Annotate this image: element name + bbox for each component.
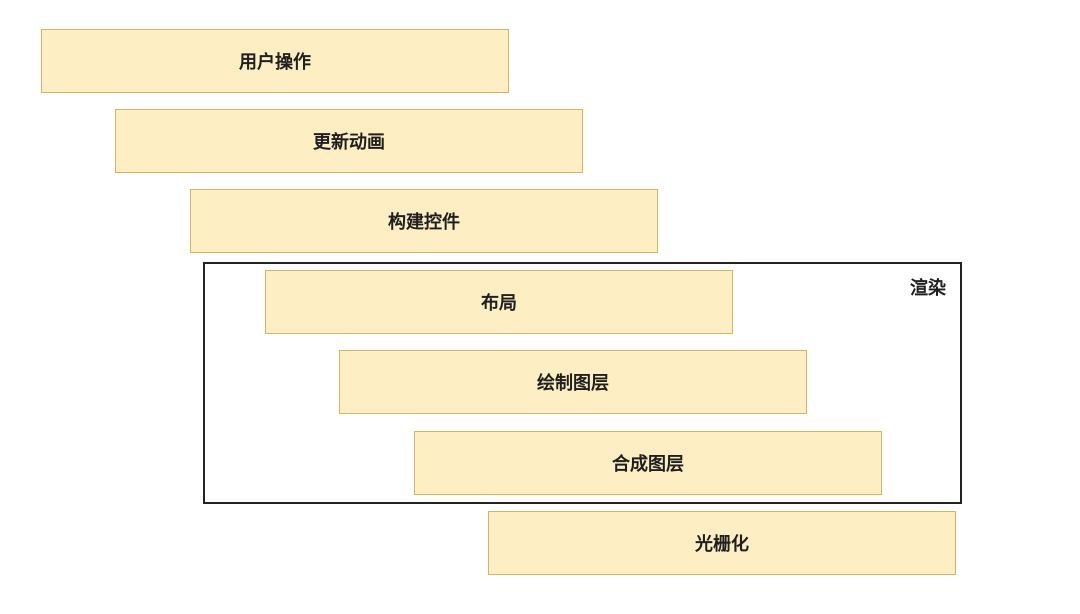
step-layout: 布局 [265,270,733,334]
step-label: 光栅化 [695,534,749,555]
step-composite-layers: 合成图层 [414,431,882,495]
step-label: 绘制图层 [537,373,609,394]
step-label: 用户操作 [239,52,311,73]
step-paint-layers: 绘制图层 [339,350,807,414]
step-label: 构建控件 [388,212,460,233]
render-group-label: 渲染 [910,278,946,299]
step-label: 更新动画 [313,132,385,153]
step-label: 合成图层 [612,454,684,475]
step-rasterize: 光栅化 [488,511,956,575]
render-group: 渲染 [203,262,962,504]
step-user-action: 用户操作 [41,29,509,93]
step-label: 布局 [481,293,517,314]
step-update-animation: 更新动画 [115,109,583,173]
step-build-widgets: 构建控件 [190,189,658,253]
